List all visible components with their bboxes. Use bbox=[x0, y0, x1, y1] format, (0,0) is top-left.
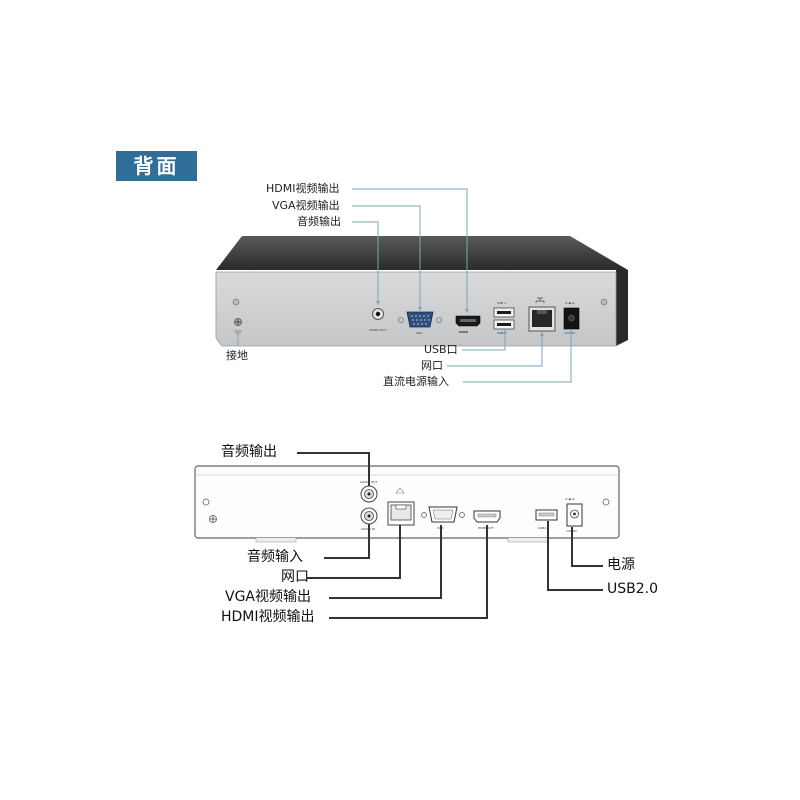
label-hdmi-bottom: HDMI视频输出 bbox=[221, 609, 315, 625]
usb-port: USB2.0 bbox=[535, 509, 558, 530]
label-audio-output: 音频输出 bbox=[297, 215, 341, 228]
audio-out-mark: AUDIO OUT bbox=[369, 328, 386, 332]
usb-ports: USB 1 USB 2 bbox=[493, 301, 515, 335]
vga-port: VGA bbox=[421, 506, 465, 530]
ground-terminal bbox=[234, 318, 242, 336]
chassis-top bbox=[216, 236, 628, 270]
label-audio-output-bottom: 音频输出 bbox=[221, 444, 277, 460]
dc-power-jack: ⊝·◉·⊕ 12V DC bbox=[565, 497, 583, 533]
svg-text:USB2.0: USB2.0 bbox=[538, 526, 549, 530]
lan-port bbox=[528, 297, 556, 332]
svg-text:⊝·◉·⊕: ⊝·◉·⊕ bbox=[565, 301, 575, 305]
vga-mark: VGA bbox=[416, 331, 423, 335]
hdmi-port: HDMI OUT bbox=[473, 510, 501, 530]
ground-terminal bbox=[209, 515, 217, 523]
hdmi-mark: HDMI bbox=[459, 330, 468, 334]
label-vga-bottom: VGA视频输出 bbox=[225, 589, 312, 605]
vga-port: VGA bbox=[398, 311, 442, 335]
svg-text:AUDIO IN: AUDIO IN bbox=[361, 527, 375, 531]
hdmi-port: HDMI bbox=[455, 315, 481, 334]
bnc-audio-in: AUDIO IN bbox=[360, 507, 378, 531]
usb2-mark: USB 2 bbox=[497, 331, 506, 335]
svg-text:⊝·◉·⊕: ⊝·◉·⊕ bbox=[565, 497, 575, 501]
panel-screw bbox=[602, 498, 610, 506]
rear-panel bbox=[215, 271, 617, 347]
label-vga-output: VGA视频输出 bbox=[272, 199, 340, 212]
panel-screw bbox=[202, 498, 210, 506]
audio-out-jack: AUDIO OUT bbox=[369, 308, 386, 332]
panel-screw bbox=[232, 298, 240, 306]
label-audio-input: 音频输入 bbox=[247, 549, 303, 565]
panel-screw bbox=[600, 298, 608, 306]
label-dc-power-input: 直流电源输入 bbox=[383, 375, 449, 388]
label-hdmi-output: HDMI视频输出 bbox=[266, 182, 340, 195]
label-power: 电源 bbox=[607, 557, 635, 573]
rear-view-badge: 背面 bbox=[116, 151, 197, 181]
label-lan-port: 网口 bbox=[421, 359, 443, 372]
chassis-side bbox=[616, 270, 628, 346]
label-usb-port: USB口 bbox=[424, 343, 458, 356]
lan-port bbox=[387, 487, 415, 526]
svg-text:HDMI OUT: HDMI OUT bbox=[478, 526, 494, 530]
bottom-leader-lines bbox=[297, 452, 603, 619]
usb1-mark: USB 1 bbox=[497, 301, 506, 305]
top-leader-lines bbox=[237, 188, 572, 383]
label-lan-bottom: 网口 bbox=[281, 569, 309, 585]
label-ground: 接地 bbox=[226, 349, 248, 362]
label-usb20: USB2.0 bbox=[607, 581, 659, 597]
